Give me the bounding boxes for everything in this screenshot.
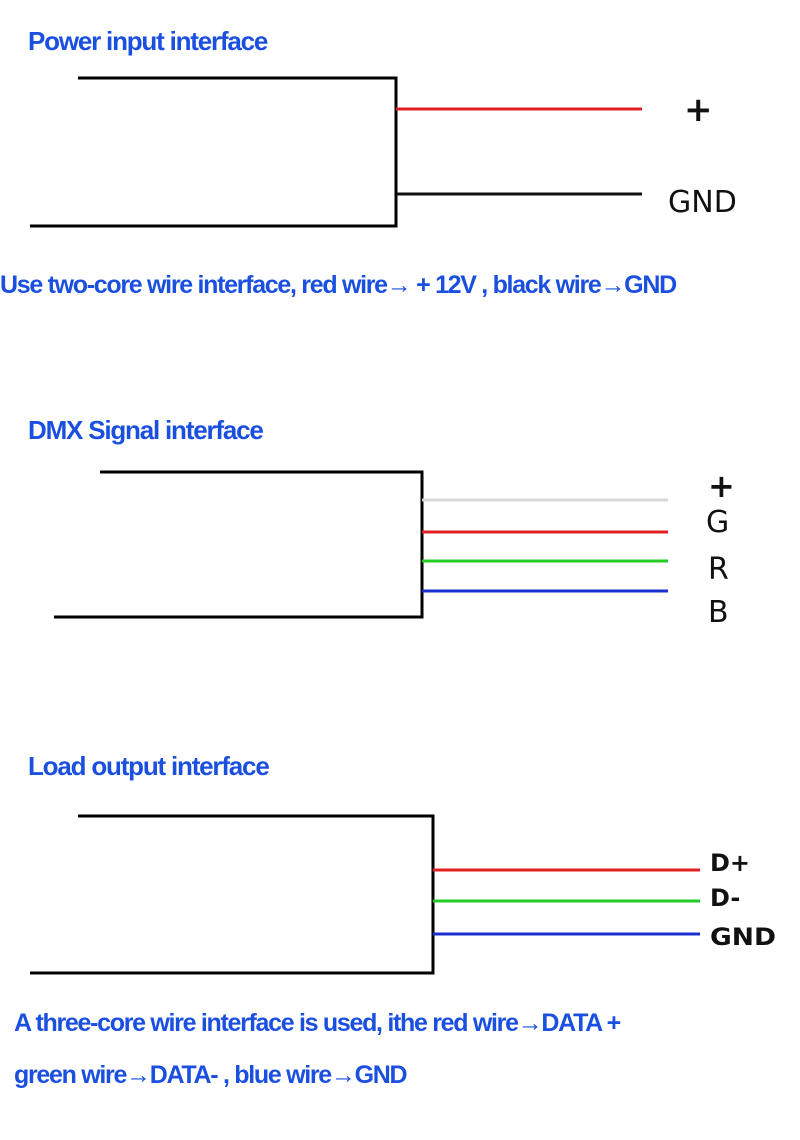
dmx-wiring-diagram: + G R B: [54, 467, 735, 630]
power-plus-label: +: [684, 90, 713, 130]
dmx-label-b: B: [708, 595, 729, 630]
power-gnd-label: GND: [668, 185, 737, 220]
dmx-label-plus: +: [708, 467, 735, 505]
load-label-dminus: D-: [710, 884, 740, 912]
power-caption: Use two-core wire interface, red wire→ +…: [0, 271, 677, 299]
load-title: Load output interface: [28, 751, 270, 781]
dmx-label-g: G: [706, 505, 729, 540]
power-wiring-diagram: + GND: [30, 76, 737, 228]
load-caption-line2: green wire→DATA- , blue wire→GND: [14, 1061, 408, 1089]
power-title: Power input interface: [28, 26, 268, 56]
load-label-dplus: D+: [710, 849, 750, 877]
load-label-gnd: GND: [710, 923, 776, 951]
dmx-title: DMX Signal interface: [28, 415, 264, 445]
load-wiring-diagram: D+ D- GND: [30, 814, 776, 975]
load-caption-line1: A three-core wire interface is used, ith…: [14, 1009, 621, 1037]
dmx-label-r: R: [708, 552, 729, 587]
